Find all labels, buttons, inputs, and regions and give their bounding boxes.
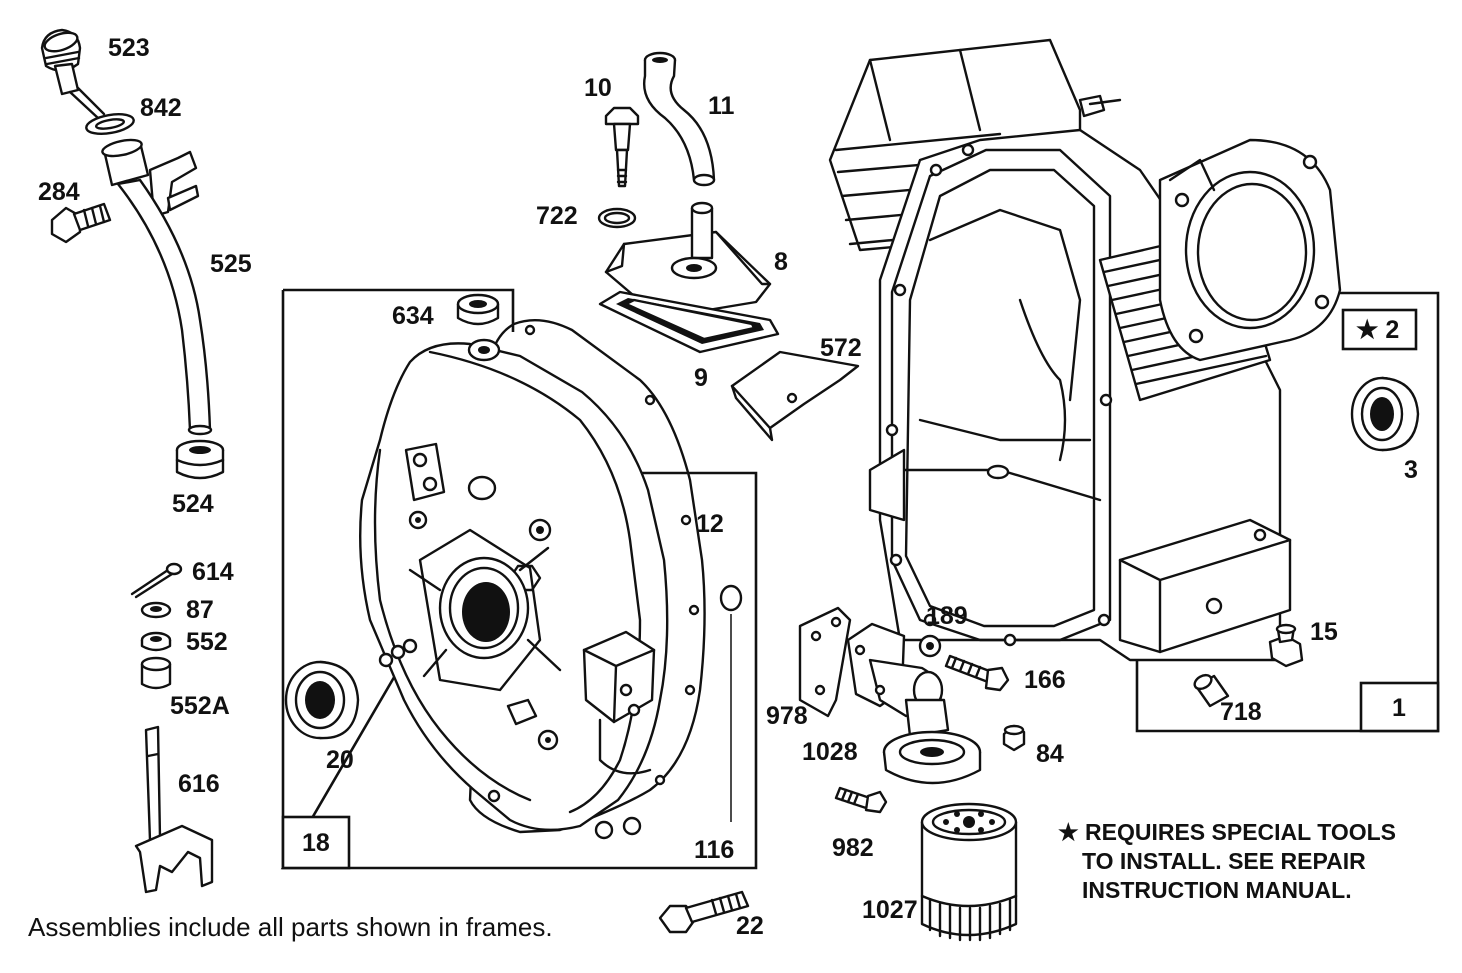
label-189: 189 [926, 602, 968, 630]
special-tools-note-line-2: TO INSTALL. SEE REPAIR [1082, 848, 1366, 874]
label-722: 722 [536, 202, 578, 230]
oil-seal-3 [1350, 376, 1420, 452]
bushing-552a [140, 656, 172, 690]
special-tools-note-line-1: ★ REQUIRES SPECIAL TOOLS [1058, 819, 1396, 845]
frame-1-number-box [1359, 681, 1440, 733]
governor-shaft-616 [134, 725, 214, 894]
label-523: 523 [108, 34, 150, 62]
gasket-978 [798, 606, 852, 718]
label-978: 978 [766, 702, 808, 730]
label-10: 10 [584, 74, 612, 102]
label-552a: 552A [170, 692, 230, 720]
o-ring-842 [85, 113, 135, 135]
reed-572 [730, 350, 860, 442]
label-166: 166 [1024, 666, 1066, 694]
label-634: 634 [392, 302, 434, 330]
label-718: 718 [1220, 698, 1262, 726]
label-84: 84 [1036, 740, 1064, 768]
screw-166 [944, 654, 1010, 692]
cylinder-block [828, 38, 1342, 662]
o-ring-722 [597, 207, 637, 229]
label-614: 614 [192, 558, 234, 586]
label-3: 3 [1404, 456, 1418, 484]
label-22: 22 [736, 912, 764, 940]
bolt-284 [50, 202, 112, 244]
dowel-718 [1193, 673, 1230, 708]
label-842: 842 [140, 94, 182, 122]
seal-20 [284, 660, 360, 740]
label-87: 87 [186, 596, 214, 624]
gasket-9 [598, 290, 780, 354]
label-18: 18 [302, 829, 330, 857]
label-1028: 1028 [802, 738, 858, 766]
pin-614 [130, 562, 183, 599]
part-2-box [1341, 308, 1418, 351]
label-8: 8 [774, 248, 788, 276]
label-525: 525 [210, 250, 252, 278]
frame-18-number-box [281, 815, 351, 870]
label-982: 982 [832, 834, 874, 862]
crankcase-cover [359, 318, 706, 840]
filter-adapter-1028 [846, 622, 982, 785]
label-1027: 1027 [862, 896, 918, 924]
label-524: 524 [172, 490, 214, 518]
label-9: 9 [694, 364, 708, 392]
dipstick-cap-523 [40, 28, 106, 120]
label-2: ★ 2 [1356, 316, 1399, 344]
oil-filter-1027 [920, 802, 1018, 942]
frame-18 [280, 288, 758, 870]
label-572: 572 [820, 334, 862, 362]
screw-10 [604, 106, 640, 188]
assemblies-caption: Assemblies include all parts shown in fr… [28, 912, 553, 942]
dowel-116 [719, 584, 743, 822]
label-116: 116 [694, 836, 734, 864]
label-11: 11 [708, 92, 735, 120]
special-tools-note-line-3: INSTRUCTION MANUAL. [1082, 877, 1352, 903]
oil-seal-634 [456, 293, 500, 326]
bolt-22 [658, 890, 750, 934]
bolt-982 [834, 786, 888, 814]
label-20: 20 [326, 746, 354, 774]
drain-plug-15 [1268, 623, 1304, 668]
washer-87 [140, 601, 172, 619]
label-15: 15 [1310, 618, 1338, 646]
label-12: 12 [696, 510, 724, 538]
grommet-524 [175, 439, 225, 480]
label-284: 284 [38, 178, 80, 206]
washer-552 [140, 631, 172, 652]
plug-84 [1002, 724, 1026, 752]
label-616: 616 [178, 770, 220, 798]
washer-189 [918, 634, 942, 658]
label-552: 552 [186, 628, 228, 656]
dipstick-tube-525 [101, 138, 213, 436]
breather-tube-11 [643, 51, 716, 187]
label-1: 1 [1392, 694, 1406, 722]
